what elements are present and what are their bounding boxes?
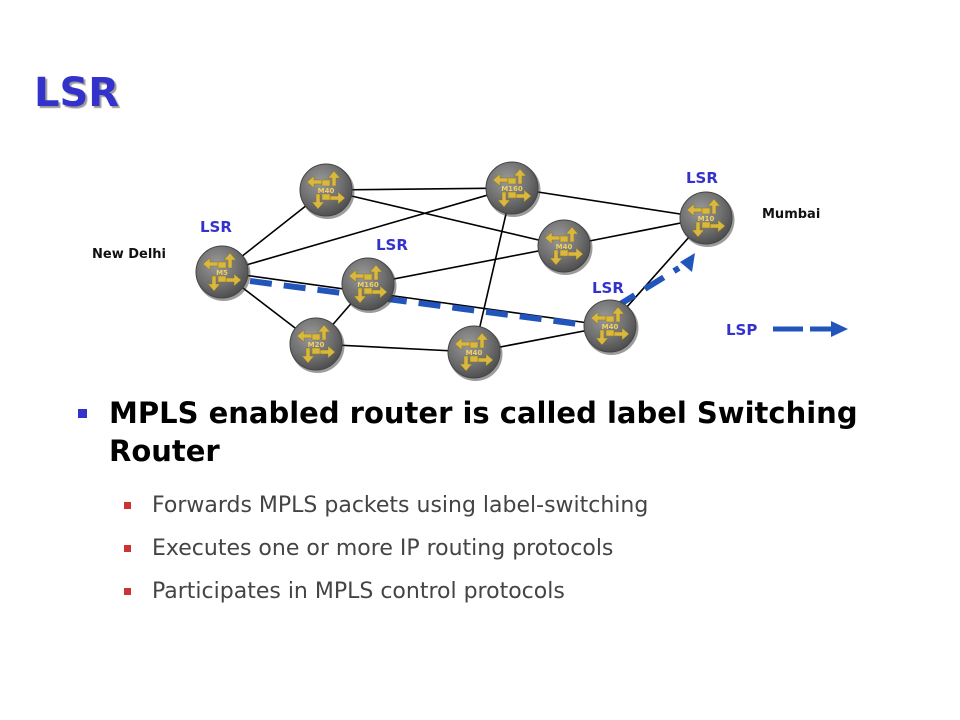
router-m160-icon: M160 — [341, 257, 397, 313]
sub-bullet-text: Forwards MPLS packets using label-switch… — [152, 493, 649, 518]
router-m20-icon: M20 — [289, 317, 345, 373]
router-m40-icon: M40 — [537, 219, 593, 275]
router-model-label: M10 — [698, 215, 715, 223]
router-model-label: M40 — [602, 323, 619, 331]
sub-bullet-marker — [124, 545, 131, 552]
link-m160-center-m40-mid — [367, 245, 565, 285]
lsr-label-mumbai: LSR — [686, 169, 718, 187]
sub-bullet: Participates in MPLS control protocols — [124, 570, 938, 613]
router-model-label: M40 — [466, 349, 483, 357]
legend-lsp-label: LSP — [726, 321, 757, 339]
sub-bullet: Executes one or more IP routing protocol… — [124, 527, 938, 570]
lsr-label-core: LSR — [376, 236, 408, 254]
slide-title: LSR — [34, 70, 120, 116]
router-m10-icon: M10 — [679, 191, 735, 247]
legend-lsp-arrow — [773, 321, 848, 337]
link-m40-top-m160-top — [325, 187, 513, 191]
router-model-label: M160 — [357, 281, 379, 289]
link-m5-m40-right — [221, 271, 611, 327]
router-m160-icon: M160 — [485, 161, 541, 217]
sub-bullet-text: Participates in MPLS control protocols — [152, 579, 565, 604]
router-m40-icon: M40 — [583, 299, 639, 355]
sub-bullet-text: Executes one or more IP routing protocol… — [152, 536, 614, 561]
city-label-mumbai: Mumbai — [762, 207, 820, 222]
bullet-marker — [78, 409, 87, 418]
lsr-label-transit: LSR — [592, 279, 624, 297]
router-model-label: M40 — [556, 243, 573, 251]
router-m40-icon: M40 — [447, 325, 503, 381]
router-m5-icon: M5 — [195, 245, 251, 301]
lsr-label-new-delhi: LSR — [200, 218, 232, 236]
sub-bullet-marker — [124, 588, 131, 595]
city-label-new-delhi: New Delhi — [92, 247, 166, 262]
link-m160-top-m10 — [511, 187, 707, 219]
bullet-list: MPLS enabled router is called label Swit… — [78, 394, 938, 613]
main-bullet: MPLS enabled router is called label Swit… — [78, 394, 938, 470]
sub-bullet-list: Forwards MPLS packets using label-switch… — [124, 484, 938, 613]
router-m40-icon: M40 — [299, 163, 355, 219]
router-model-label: M20 — [308, 341, 325, 349]
router-model-label: M5 — [216, 269, 228, 277]
lsp-arrowhead — [680, 253, 695, 272]
link-m40-top-m40-mid — [325, 189, 565, 247]
sub-bullet: Forwards MPLS packets using label-switch… — [124, 484, 938, 527]
router-model-label: M40 — [318, 187, 335, 195]
main-bullet-text: MPLS enabled router is called label Swit… — [109, 396, 858, 468]
router-model-label: M160 — [501, 185, 523, 193]
sub-bullet-marker — [124, 502, 131, 509]
link-m5-m160-top — [221, 187, 513, 273]
